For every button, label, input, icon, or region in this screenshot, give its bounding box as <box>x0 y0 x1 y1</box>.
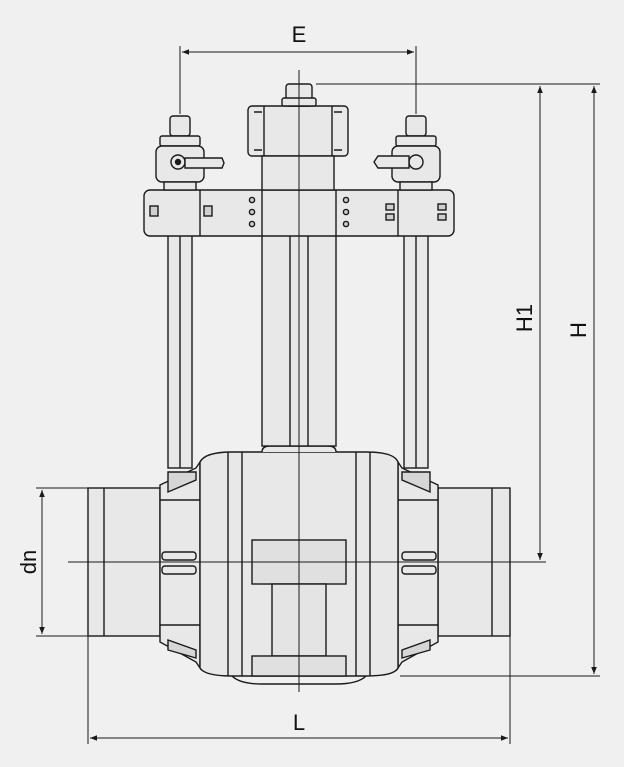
operating-cap <box>247 83 349 191</box>
dimension-l <box>87 636 511 744</box>
right-vent-pipe <box>403 231 429 469</box>
dimension-dn <box>36 487 88 637</box>
label-h1: H1 <box>512 304 537 332</box>
right-end-connector <box>397 459 439 671</box>
right-test-valve <box>373 115 441 191</box>
label-dn: dn <box>16 550 41 574</box>
label-l: L <box>293 710 305 735</box>
label-e: E <box>292 22 307 47</box>
dimension-h1 <box>316 83 546 563</box>
label-h: H <box>566 322 591 338</box>
left-end-connector <box>159 459 201 671</box>
left-test-valve <box>155 115 225 191</box>
dimension-h <box>400 83 600 677</box>
connector-slots <box>161 551 437 575</box>
dimension-e <box>179 46 417 114</box>
left-vent-pipe <box>167 231 193 469</box>
